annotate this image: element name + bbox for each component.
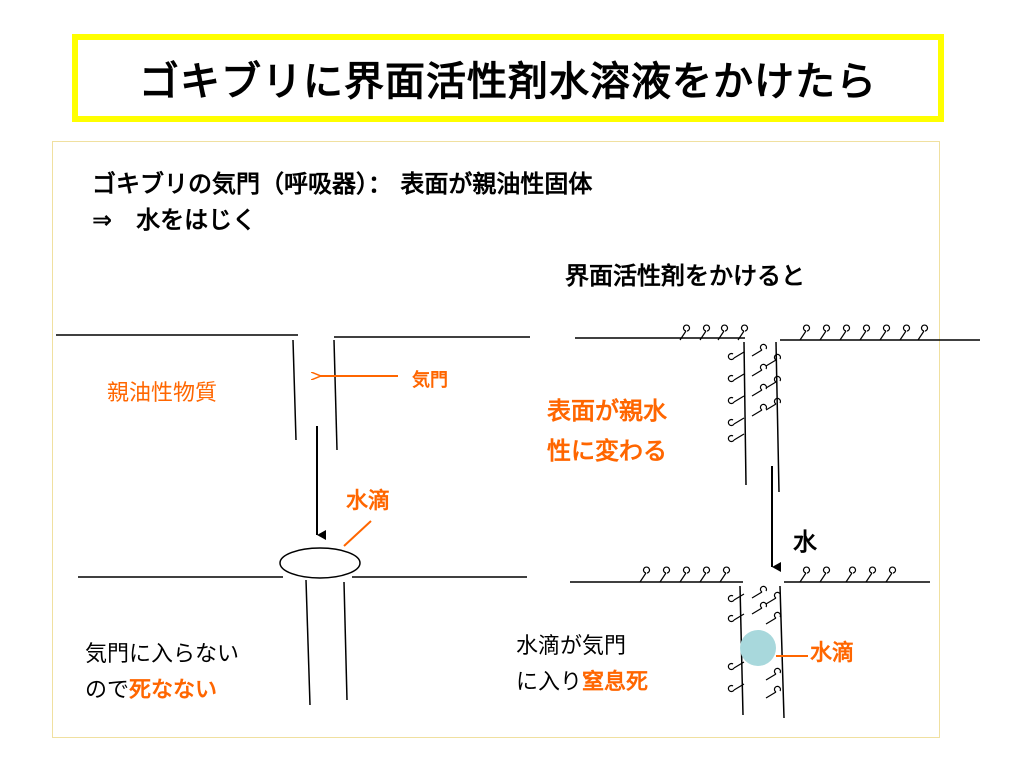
right-water-droplet: [740, 630, 776, 666]
lipophilic-substance-label: 親油性物質: [107, 381, 218, 406]
content-panel: [52, 141, 940, 738]
spiracle-label: 気門: [412, 370, 448, 391]
left-bottom-surface: [78, 576, 527, 706]
left-result-emphasis: 死なない: [129, 678, 218, 703]
left-result-line-2: ので死なない: [85, 677, 217, 705]
right-result-line-1: 水滴が気門: [516, 634, 627, 659]
right-top-surfactants: [679, 324, 929, 443]
left-result-line-1: 気門に入らない: [85, 642, 240, 667]
right-result-emphasis: 窒息死: [582, 670, 649, 695]
left-water-droplet: [279, 547, 361, 579]
intro-line-1: ゴキブリの気門（呼吸器）： 表面が親油性固体: [92, 170, 593, 198]
right-result-prefix: に入り: [516, 670, 583, 695]
right-result-line-2: に入り窒息死: [516, 669, 648, 697]
page-title: ゴキブリに界面活性剤水溶液をかけたら: [139, 59, 877, 105]
right-bottom-surfactants: [639, 566, 897, 699]
water-label: 水: [793, 528, 817, 556]
surface-change-line-1: 表面が親水: [547, 397, 667, 425]
right-panel-heading: 界面活性剤をかけると: [565, 262, 805, 290]
right-droplet-label: 水滴: [810, 641, 855, 666]
left-droplet-label: 水滴: [346, 489, 391, 514]
left-result-prefix: ので: [85, 678, 130, 703]
title-banner: ゴキブリに界面活性剤水溶液をかけたら: [72, 34, 944, 122]
left-droplet-pointer: [343, 520, 372, 547]
left-top-surface: [56, 334, 530, 451]
intro-line-2: ⇒ 水をはじく: [92, 206, 257, 234]
surface-change-line-2: 性に変わる: [547, 437, 667, 465]
